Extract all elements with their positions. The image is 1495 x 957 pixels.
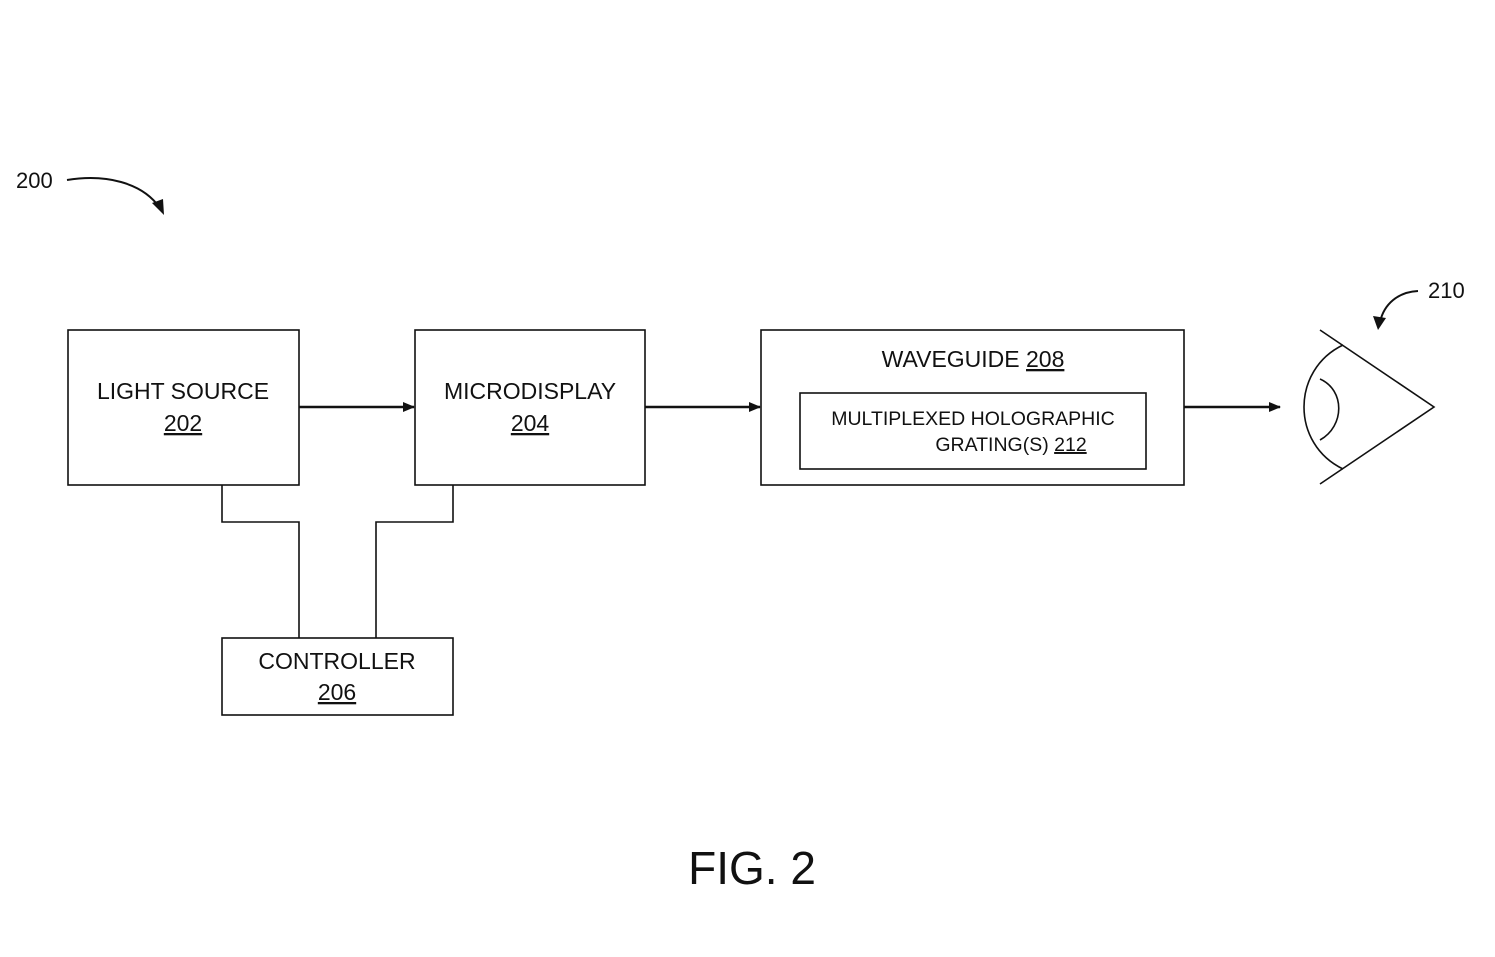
figure-ref-arrowhead [152,199,164,215]
grating-label-line1: MULTIPLEXED HOLOGRAPHIC [831,408,1115,430]
waveguide-title: WAVEGUIDE 208 [882,346,1065,372]
eye-ref-arrowhead [1373,316,1386,330]
grating-label: GRATING(S) [935,434,1048,456]
controller-label: CONTROLLER [258,648,415,674]
figure-ref-leader [66,177,161,209]
waveguide-label: WAVEGUIDE [882,346,1020,372]
controller-to-light-source-line [221,485,300,638]
microdisplay-block: MICRODISPLAY 204 [414,329,646,486]
controller-ref: 206 [318,679,356,705]
figure-caption: FIG. 2 [688,842,816,894]
eye-icon [1303,329,1436,485]
eye-ref-label: 210 [1428,278,1465,303]
light-source-label: LIGHT SOURCE [97,378,269,404]
microdisplay-label: MICRODISPLAY [444,378,616,404]
controller-block: CONTROLLER 206 [221,637,454,716]
microdisplay-ref: 204 [511,410,550,436]
figure-ref-label: 200 [16,168,53,193]
waveguide-ref: 208 [1026,346,1064,372]
waveguide-block: WAVEGUIDE 208 MULTIPLEXED HOLOGRAPHIC GR… [760,329,1185,486]
grating-ref: 212 [1054,434,1087,456]
controller-to-microdisplay-line [375,485,454,638]
eye-ref-leader [1379,290,1419,323]
light-source-ref: 202 [164,410,202,436]
grating-block: MULTIPLEXED HOLOGRAPHIC GRATING(S) 212 [799,392,1147,470]
light-source-block: LIGHT SOURCE 202 [67,329,300,486]
grating-label-line2: GRATING(S) 212 [935,434,1086,456]
